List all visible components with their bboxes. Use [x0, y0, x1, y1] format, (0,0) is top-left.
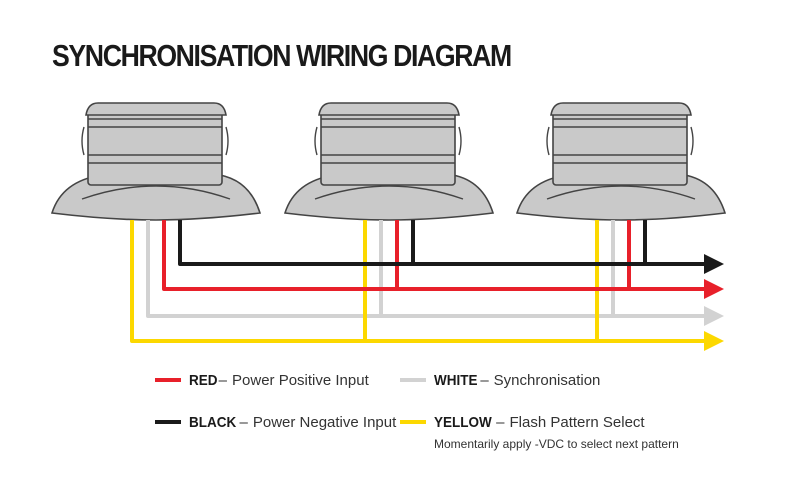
- black-wire: [178, 220, 710, 266]
- legend-black-sep: –: [239, 413, 248, 431]
- yellow-swatch: [400, 420, 426, 424]
- legend-black-name: BLACK: [189, 413, 237, 431]
- legend-red-sep: –: [218, 371, 228, 389]
- black-swatch: [155, 420, 181, 424]
- red-wire: [162, 220, 710, 291]
- legend-yellow-description: Flash Pattern Select: [509, 413, 645, 431]
- beacon-light-2: [284, 102, 494, 221]
- legend-yellow-note: Momentarily apply -VDC to select next pa…: [434, 437, 679, 451]
- legend-red-name: RED: [189, 371, 218, 389]
- white-arrow: [704, 306, 724, 326]
- yellow-arrow: [704, 331, 724, 351]
- black-arrow: [704, 254, 724, 274]
- beacon-light-1: [51, 102, 261, 221]
- diagram-title: SYNCHRONISATION WIRING DIAGRAM: [52, 38, 512, 73]
- red-arrow: [704, 279, 724, 299]
- legend-white-description: Synchronisation: [493, 371, 601, 389]
- legend-yellow-name: YELLOW: [434, 413, 492, 431]
- white-wire: [146, 220, 710, 318]
- white-swatch: [400, 378, 426, 382]
- legend-yellow-sep: –: [496, 413, 505, 431]
- yellow-wire: [130, 220, 710, 343]
- legend-white: WHITE – Synchronisation: [400, 370, 600, 390]
- legend-black-description: Power Negative Input: [252, 413, 397, 431]
- legend-black: BLACK – Power Negative Input: [155, 412, 396, 432]
- beacon-light-3: [516, 102, 726, 221]
- legend-white-name: WHITE: [434, 371, 478, 389]
- legend-yellow: YELLOW – Flash Pattern Select: [400, 412, 645, 432]
- red-swatch: [155, 378, 181, 382]
- legend-red: RED – Power Positive Input: [155, 370, 369, 390]
- legend-white-sep: –: [480, 371, 489, 389]
- legend-red-description: Power Positive Input: [232, 371, 369, 389]
